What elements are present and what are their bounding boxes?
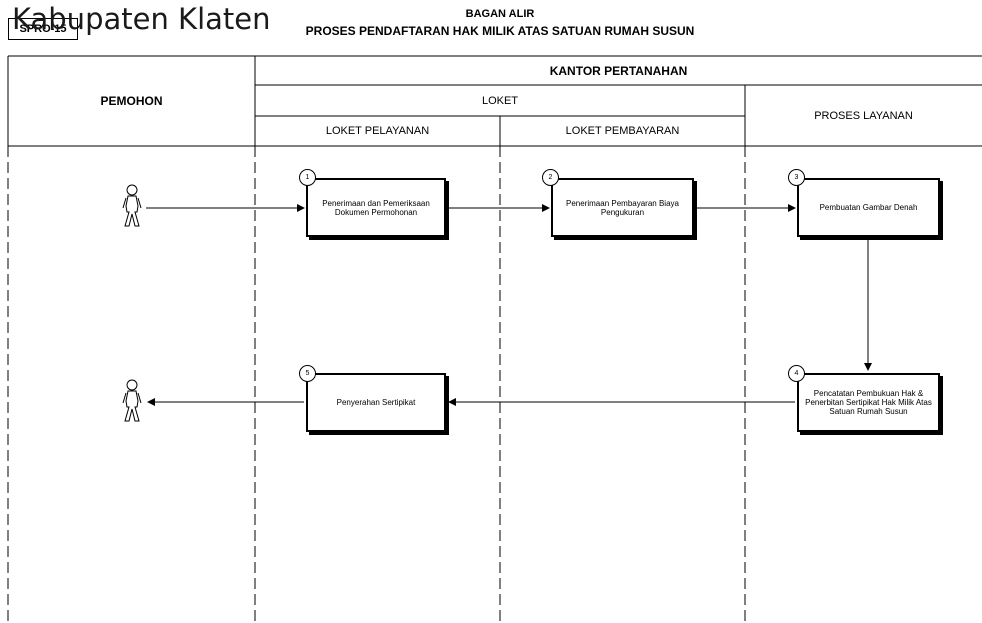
process-box-step-5: Penyerahan Sertipikat — [306, 373, 446, 432]
diagram-subtitle: PROSES PENDAFTARAN HAK MILIK ATAS SATUAN… — [305, 24, 695, 38]
process-box-step-1: Penerimaan dan Pemeriksaan Dokumen Permo… — [306, 178, 446, 237]
process-box-step-3: Pembuatan Gambar Denah — [797, 178, 940, 237]
person-icon — [122, 184, 142, 227]
step-number-badge: 2 — [542, 169, 559, 186]
lane-header-loket-pelayanan: LOKET PELAYANAN — [325, 125, 430, 137]
lane-header-kantor-pertanahan: KANTOR PERTANAHAN — [549, 63, 688, 78]
step-4-text: Pencatatan Pembukuan Hak & Penerbitan Se… — [805, 389, 932, 416]
process-box-step-4: Pencatatan Pembukuan Hak & Penerbitan Se… — [797, 373, 940, 432]
lane-header-loket-pembayaran: LOKET PEMBAYARAN — [565, 125, 680, 137]
person-icon — [122, 379, 142, 422]
step-1-text: Penerimaan dan Pemeriksaan Dokumen Permo… — [322, 198, 430, 217]
step-number-badge: 4 — [788, 365, 805, 382]
lane-header-proses-layanan: PROSES LAYANAN — [814, 109, 913, 122]
step-number-badge: 3 — [788, 169, 805, 186]
step-2-text: Penerimaan Pembayaran Biaya Pengukuran — [566, 198, 679, 217]
step-number-badge: 1 — [299, 169, 316, 186]
lane-header-loket: LOKET — [481, 94, 519, 107]
diagram-title: BAGAN ALIR — [465, 8, 535, 20]
process-box-step-2: Penerimaan Pembayaran Biaya Pengukuran — [551, 178, 694, 237]
lane-header-pemohon: PEMOHON — [100, 94, 163, 108]
step-3-text: Pembuatan Gambar Denah — [819, 203, 918, 212]
document-code-box: SPRO-15 — [8, 18, 78, 40]
page-title: Kabupaten Klaten — [12, 2, 271, 36]
header-grid — [7, 55, 982, 147]
step-number-badge: 5 — [299, 365, 316, 382]
step-5-text: Penyerahan Sertipikat — [336, 398, 416, 407]
